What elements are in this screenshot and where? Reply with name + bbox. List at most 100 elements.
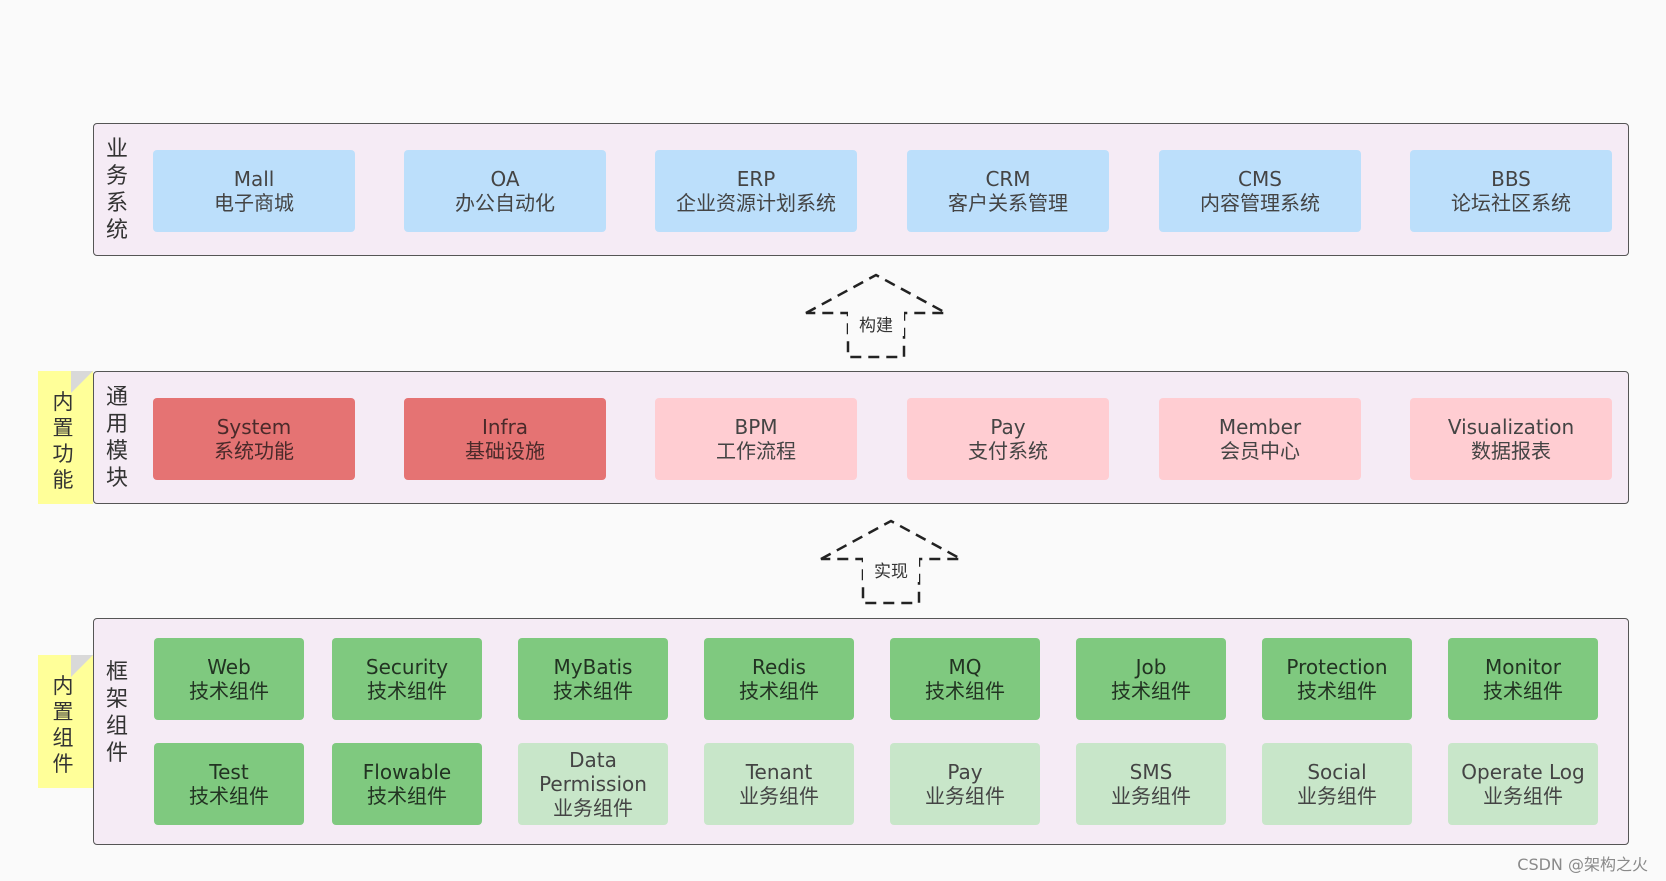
box-title: Pay: [990, 415, 1026, 439]
box-subtitle: 办公自动化: [455, 191, 555, 215]
component-box-operate-log[interactable]: Operate Log 业务组件: [1448, 743, 1598, 825]
box-subtitle: 技术组件: [1111, 679, 1191, 703]
box-title: Pay: [947, 760, 983, 784]
box-subtitle: 技术组件: [189, 679, 269, 703]
box-subtitle: 业务组件: [739, 784, 819, 808]
module-box-infra[interactable]: Infra 基础设施: [404, 398, 606, 480]
build-arrow-label: 构建: [848, 311, 904, 336]
box-title: Flowable: [362, 760, 452, 784]
box-subtitle: 企业资源计划系统: [676, 191, 836, 215]
component-box-mq[interactable]: MQ 技术组件: [890, 638, 1040, 720]
module-box-system[interactable]: System 系统功能: [153, 398, 355, 480]
box-title: Job: [1135, 655, 1167, 679]
box-subtitle: 数据报表: [1471, 439, 1551, 463]
box-subtitle: 技术组件: [553, 679, 633, 703]
box-subtitle: 支付系统: [968, 439, 1048, 463]
box-title: OA: [490, 167, 520, 191]
component-box-tenant[interactable]: Tenant 业务组件: [704, 743, 854, 825]
box-title: BPM: [734, 415, 778, 439]
framework-components-layer: 框架组件 Web 技术组件 Security 技术组件 MyBatis 技术组件…: [93, 618, 1629, 845]
box-title: MQ: [948, 655, 982, 679]
box-title: Member: [1218, 415, 1302, 439]
csdn-watermark: CSDN @架构之火: [1517, 855, 1648, 874]
module-box-visualization[interactable]: Visualization 数据报表: [1410, 398, 1612, 480]
note-fold-icon: [71, 371, 93, 393]
implement-arrow-label: 实现: [863, 557, 919, 582]
module-box-pay[interactable]: Pay 支付系统: [907, 398, 1109, 480]
business-box-erp[interactable]: ERP 企业资源计划系统: [655, 150, 857, 232]
box-title: Tenant: [745, 760, 813, 784]
business-box-crm[interactable]: CRM 客户关系管理: [907, 150, 1109, 232]
box-subtitle: 业务组件: [1111, 784, 1191, 808]
build-arrow-icon: [805, 273, 947, 359]
box-subtitle: 工作流程: [716, 439, 796, 463]
implement-arrow-icon: [820, 519, 962, 605]
common-modules-layer: 通用模块 System 系统功能 Infra 基础设施 BPM 工作流程 Pay…: [93, 371, 1629, 504]
component-box-pay[interactable]: Pay 业务组件: [890, 743, 1040, 825]
box-subtitle: 技术组件: [925, 679, 1005, 703]
component-box-sms[interactable]: SMS 业务组件: [1076, 743, 1226, 825]
component-box-job[interactable]: Job 技术组件: [1076, 638, 1226, 720]
component-box-security[interactable]: Security 技术组件: [332, 638, 482, 720]
builtin-components-note: 内置组件: [38, 655, 93, 788]
box-title: Mall: [233, 167, 275, 191]
box-subtitle: 业务组件: [925, 784, 1005, 808]
box-title: CMS: [1238, 167, 1282, 191]
box-title: Web: [207, 655, 251, 679]
box-subtitle: 技术组件: [1297, 679, 1377, 703]
box-title: Social: [1307, 760, 1367, 784]
box-subtitle: 技术组件: [367, 679, 447, 703]
business-box-mall[interactable]: Mall 电子商城: [153, 150, 355, 232]
component-box-social[interactable]: Social 业务组件: [1262, 743, 1412, 825]
common-modules-label: 通用模块: [105, 385, 128, 491]
business-systems-label: 业务系统: [105, 137, 128, 243]
box-title: Data Permission: [539, 748, 647, 796]
box-subtitle: 论坛社区系统: [1451, 191, 1571, 215]
box-title: Redis: [752, 655, 806, 679]
box-title: Operate Log: [1461, 760, 1585, 784]
note-fold-icon: [71, 655, 93, 677]
box-subtitle: 会员中心: [1220, 439, 1300, 463]
framework-components-label: 框架组件: [105, 660, 128, 766]
component-box-protection[interactable]: Protection 技术组件: [1262, 638, 1412, 720]
box-title: MyBatis: [553, 655, 633, 679]
box-title: Protection: [1286, 655, 1388, 679]
business-box-oa[interactable]: OA 办公自动化: [404, 150, 606, 232]
box-subtitle: 电子商城: [214, 191, 294, 215]
module-box-bpm[interactable]: BPM 工作流程: [655, 398, 857, 480]
business-systems-layer: 业务系统 Mall 电子商城 OA 办公自动化 ERP 企业资源计划系统 CRM…: [93, 123, 1629, 256]
box-title: Infra: [481, 415, 529, 439]
builtin-components-note-label: 内置组件: [52, 674, 74, 776]
component-box-web[interactable]: Web 技术组件: [154, 638, 304, 720]
box-title: Test: [209, 760, 249, 784]
box-title: CRM: [985, 167, 1031, 191]
module-box-member[interactable]: Member 会员中心: [1159, 398, 1361, 480]
box-title: System: [216, 415, 292, 439]
box-title: BBS: [1491, 167, 1531, 191]
box-title: SMS: [1129, 760, 1173, 784]
component-box-flowable[interactable]: Flowable 技术组件: [332, 743, 482, 825]
box-title: Security: [365, 655, 449, 679]
box-subtitle: 业务组件: [553, 796, 633, 820]
builtin-features-note: 内置功能: [38, 371, 93, 504]
component-box-test[interactable]: Test 技术组件: [154, 743, 304, 825]
component-box-data-permission[interactable]: Data Permission 业务组件: [518, 743, 668, 825]
box-subtitle: 系统功能: [214, 439, 294, 463]
box-title: Monitor: [1484, 655, 1562, 679]
box-subtitle: 基础设施: [465, 439, 545, 463]
component-box-mybatis[interactable]: MyBatis 技术组件: [518, 638, 668, 720]
box-subtitle: 业务组件: [1483, 784, 1563, 808]
box-subtitle: 技术组件: [739, 679, 819, 703]
box-subtitle: 客户关系管理: [948, 191, 1068, 215]
box-subtitle: 内容管理系统: [1200, 191, 1320, 215]
business-box-cms[interactable]: CMS 内容管理系统: [1159, 150, 1361, 232]
builtin-features-note-label: 内置功能: [52, 390, 74, 492]
box-subtitle: 技术组件: [367, 784, 447, 808]
box-subtitle: 技术组件: [1483, 679, 1563, 703]
box-subtitle: 技术组件: [189, 784, 269, 808]
component-box-monitor[interactable]: Monitor 技术组件: [1448, 638, 1598, 720]
component-box-redis[interactable]: Redis 技术组件: [704, 638, 854, 720]
box-title: ERP: [736, 167, 776, 191]
business-box-bbs[interactable]: BBS 论坛社区系统: [1410, 150, 1612, 232]
box-title: Visualization: [1447, 415, 1575, 439]
